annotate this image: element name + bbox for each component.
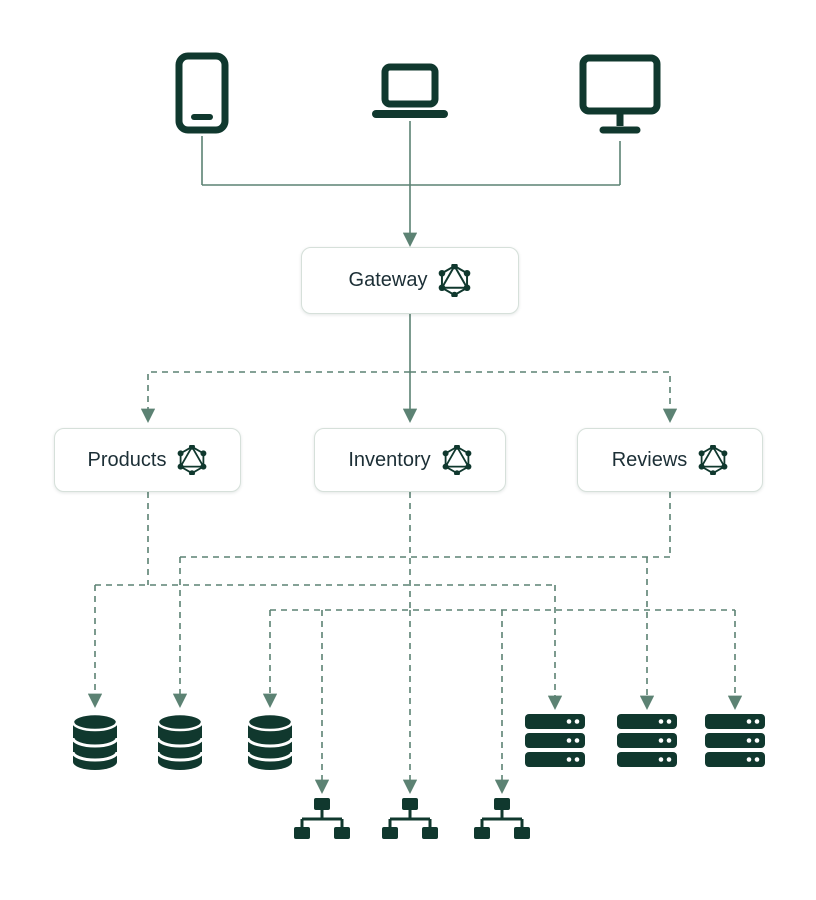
graphql-icon [177,445,207,475]
database-icon [156,712,204,772]
network-icon [472,798,532,850]
laptop-icon [370,63,450,121]
network-icon [292,798,352,850]
database-icon [246,712,294,772]
database-icon [71,712,119,772]
gateway-label: Gateway [348,269,428,291]
graphql-icon [698,445,728,475]
graphql-icon [438,264,471,297]
desktop-icon [578,53,662,141]
inventory-label: Inventory [348,448,431,471]
server-icon [525,714,585,767]
server-icon [617,714,677,767]
server-icon [705,714,765,767]
products-label: Products [87,448,167,471]
reviews-label: Reviews [611,448,688,471]
graphql-icon [442,445,472,475]
node-inventory: Inventory [314,428,506,492]
network-icon [380,798,440,850]
node-gateway: Gateway [301,247,519,314]
tablet-icon [174,52,230,136]
node-reviews: Reviews [577,428,763,492]
node-products: Products [54,428,241,492]
